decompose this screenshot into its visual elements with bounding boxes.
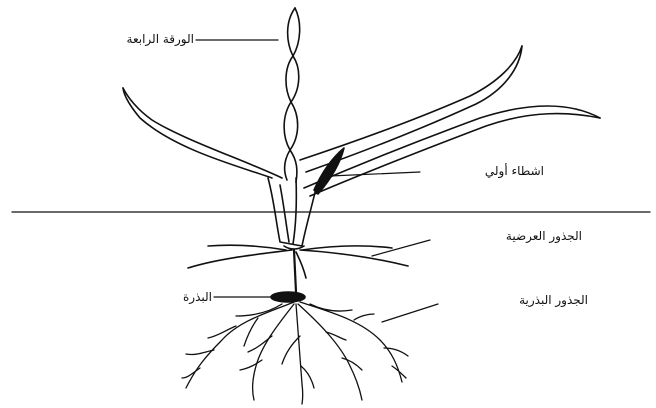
label-seed: البذرة [150,290,212,304]
label-adventitious-roots: الجذور العرضية [432,229,582,243]
adventitious-roots [188,245,408,278]
leader-seminal-roots [382,304,438,322]
leaf-right-upper [300,46,522,172]
label-seminal-roots: الجذور البذرية [440,293,588,307]
seed [271,292,305,302]
seminal-roots [182,302,408,404]
leader-adventitious-roots [372,240,430,256]
lower-stem [294,250,296,292]
leaf-right-lower [304,106,600,196]
leaf-left [123,88,282,178]
fourth-leaf [284,8,300,182]
leader-tiller [330,172,420,176]
sheath-base [268,178,316,249]
label-primordial-leaf-sheath: اشطاء أولي [424,164,544,178]
label-fourth-leaf: الورقة الرابعة [64,32,194,46]
